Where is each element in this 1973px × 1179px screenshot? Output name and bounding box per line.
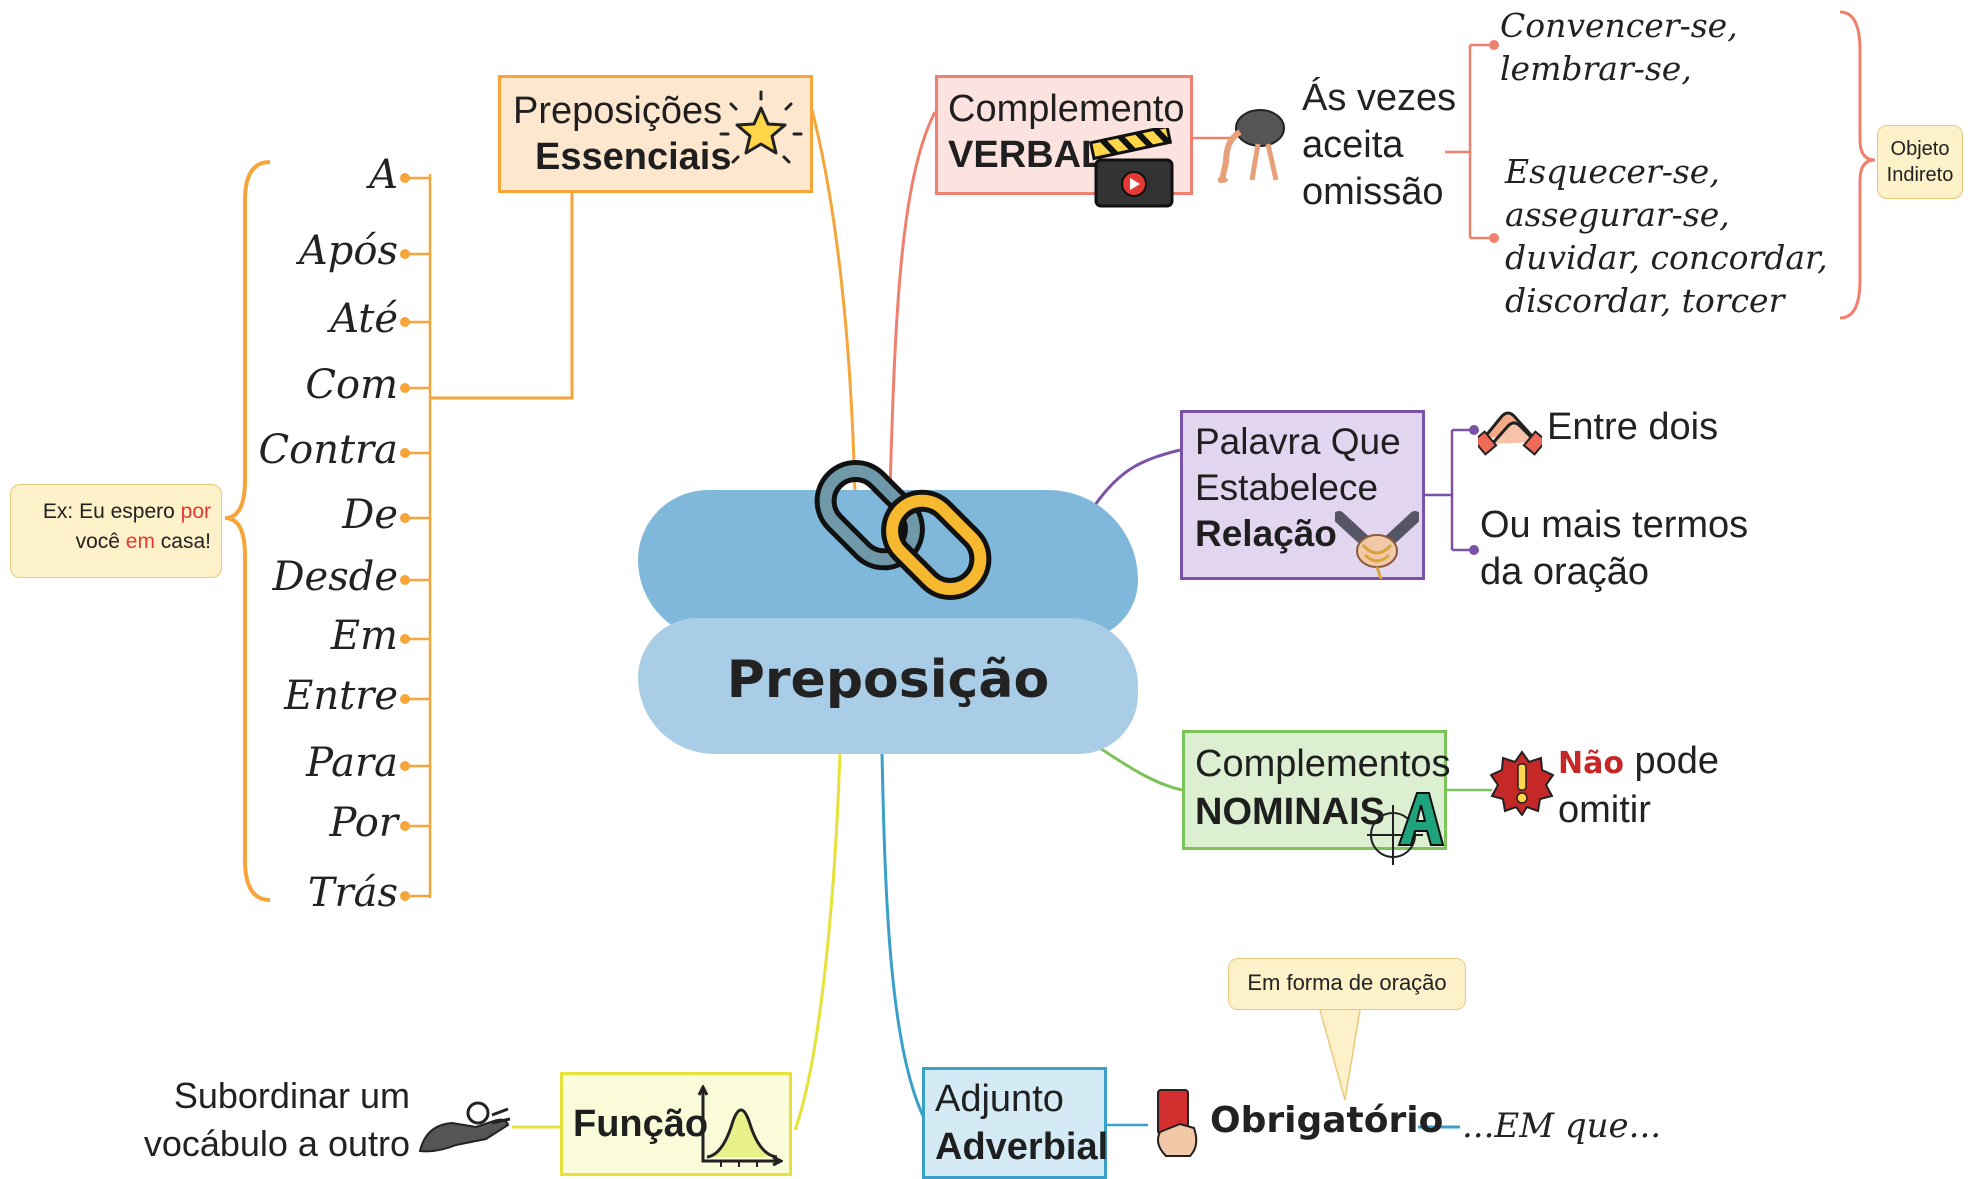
verbal-child-line: aceita — [1302, 124, 1404, 166]
nominais-child-line: omitir — [1558, 789, 1651, 831]
example-highlight: por — [180, 500, 211, 523]
letter-a-icon — [1367, 792, 1445, 865]
list-item: Por — [329, 800, 399, 846]
list-item: De — [342, 492, 398, 538]
nominais-child: Não pode omitir — [1558, 738, 1719, 834]
node-title: Complementos — [1195, 743, 1451, 785]
tied-hands-icon — [1335, 511, 1419, 579]
note-line: Objeto — [1890, 138, 1950, 160]
example-highlight: em — [125, 530, 155, 553]
example-note: Ex: Eu espero por você em casa! — [10, 484, 222, 578]
verb-line: Convencer-se, — [1500, 6, 1738, 45]
relacao-child-line: Ou mais termos — [1480, 504, 1749, 546]
central-topic-front — [638, 618, 1138, 754]
bullet-dot — [400, 249, 410, 259]
list-item: Até — [330, 296, 398, 342]
list-item: Após — [298, 228, 398, 274]
bowing-person-icon — [418, 1101, 511, 1153]
objeto-indireto-note: Objeto Indireto — [1877, 125, 1963, 199]
funcao-child: Subordinar um vocábulo a outro — [144, 1072, 410, 1168]
verbal-child-text: Ás vezes aceita omissão — [1302, 75, 1456, 216]
note-line: Indireto — [1886, 164, 1954, 186]
node-title: Adjunto — [935, 1078, 1064, 1120]
nominais-child-line: pode — [1623, 740, 1720, 782]
central-title: Preposição — [726, 650, 1050, 710]
list-item: A — [369, 152, 398, 198]
alert-badge-icon — [1490, 750, 1554, 816]
em-forma-callout: Em forma de oração — [1228, 958, 1466, 1010]
bullet-dot — [400, 173, 410, 183]
example-text: você — [75, 530, 126, 553]
bullet-dot — [400, 513, 410, 523]
relacao-node[interactable]: Palavra Que Estabelece Relação — [1180, 410, 1425, 580]
adverbial-node[interactable]: Adjunto Adverbial — [922, 1067, 1109, 1179]
node-title-bold: VERBAL — [948, 134, 1105, 176]
list-item: Entre — [284, 673, 398, 719]
list-item: Contra — [258, 427, 399, 473]
verb-line: assegurar-se, — [1505, 195, 1730, 234]
node-title: Preposições — [513, 90, 723, 132]
relacao-child-1: Entre dois — [1547, 406, 1719, 448]
node-title-bold: Função — [573, 1103, 709, 1145]
node-title: Palavra Que — [1195, 421, 1401, 462]
bullet-dot — [400, 317, 410, 327]
verbal-child-line: Ás vezes — [1302, 77, 1457, 119]
list-item: Com — [305, 362, 398, 408]
handshake-icon — [1478, 411, 1542, 456]
bullet-dot — [400, 634, 410, 644]
bullet-dot — [400, 891, 410, 901]
bullet-dot — [400, 821, 410, 831]
nao-highlight: Não — [1558, 746, 1624, 781]
relacao-child-2: Ou mais termos da oração — [1480, 502, 1748, 596]
node-title: Estabelece — [1195, 467, 1379, 508]
verbs-group-b: Esquecer-se, assegurar-se, duvidar, conc… — [1505, 150, 1828, 322]
red-card-icon — [1157, 1089, 1198, 1157]
list-item: Em — [330, 613, 398, 659]
example-text: Ex: Eu espero — [42, 500, 181, 523]
function-graph-icon — [697, 1085, 783, 1167]
bullet-dot — [1489, 233, 1499, 243]
bullet-dot — [400, 694, 410, 704]
verb-line: duvidar, concordar, — [1505, 238, 1828, 277]
em-que-label: ...EM que... — [1462, 1106, 1662, 1146]
obrigatorio-label: Obrigatório — [1210, 1100, 1444, 1141]
chain-link-icon — [814, 460, 992, 600]
bullet-dot — [400, 575, 410, 585]
bullet-dot — [1469, 425, 1479, 435]
verb-line: Esquecer-se, — [1505, 152, 1720, 191]
list-item: Trás — [307, 870, 398, 916]
essenciais-node[interactable]: Preposições Essenciais — [498, 75, 813, 193]
star-icon — [719, 90, 803, 164]
list-item: Para — [306, 740, 398, 786]
verbal-child-line: omissão — [1302, 171, 1444, 213]
ostrich-icon — [1218, 109, 1285, 183]
verb-line: lembrar-se, — [1500, 49, 1692, 88]
node-title-bold: Adverbial — [935, 1126, 1109, 1168]
nominais-node[interactable]: Complementos NOMINAIS — [1182, 730, 1451, 865]
verbal-node[interactable]: Complemento VERBAL — [935, 75, 1193, 208]
bullet-dot — [400, 761, 410, 771]
node-title-bold: Relação — [1195, 513, 1337, 554]
bullet-dot — [400, 383, 410, 393]
funcao-node[interactable]: Função — [560, 1072, 792, 1176]
funcao-child-line: Subordinar um — [173, 1075, 410, 1116]
example-text: casa! — [154, 530, 211, 553]
verb-line: discordar, torcer — [1505, 281, 1785, 320]
node-title: Complemento — [948, 88, 1185, 130]
node-title-bold: Essenciais — [535, 136, 732, 178]
bullet-dot — [1489, 40, 1499, 50]
relacao-child-line: da oração — [1480, 551, 1650, 593]
node-title-bold: NOMINAIS — [1195, 791, 1385, 833]
list-item: Desde — [272, 554, 398, 600]
bullet-dot — [400, 448, 410, 458]
clapperboard-icon — [1088, 128, 1174, 208]
bullet-dot — [1469, 545, 1479, 555]
funcao-child-line: vocábulo a outro — [143, 1123, 410, 1164]
verbs-group-a: Convencer-se, lembrar-se, — [1500, 4, 1738, 90]
